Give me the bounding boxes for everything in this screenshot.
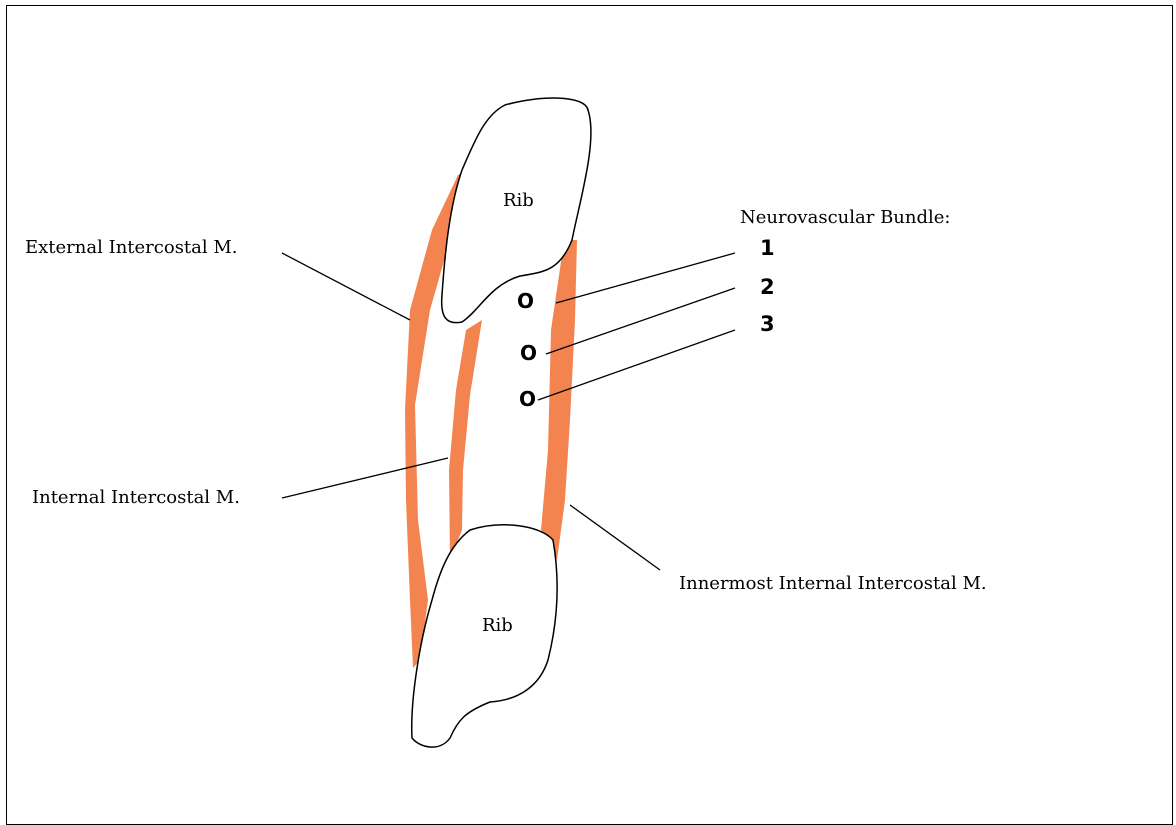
internal-leader-line: [282, 458, 448, 498]
rib-top-label: Rib: [503, 190, 534, 211]
rib-bottom-label: Rib: [482, 615, 513, 636]
bundle-number-1: 1: [760, 236, 775, 260]
external-intercostal-label: External Intercostal M.: [25, 237, 238, 258]
bundle-number-3: 3: [760, 312, 775, 336]
innermost-intercostal-label: Innermost Internal Intercostal M.: [679, 573, 987, 594]
vessel-marker-3: O: [519, 387, 536, 411]
internal-intercostal-label: Internal Intercostal M.: [32, 487, 240, 508]
internal-intercostal-muscle: [449, 320, 482, 560]
innermost-leader-line: [570, 505, 660, 570]
innermost-intercostal-muscle: [541, 240, 577, 560]
bundle-1-leader-line: [556, 253, 735, 303]
neurovascular-bundle-title: Neurovascular Bundle:: [740, 207, 950, 228]
vessel-marker-2: O: [520, 341, 537, 365]
vessel-marker-1: O: [517, 289, 534, 313]
bundle-number-2: 2: [760, 275, 775, 299]
external-leader-line: [282, 253, 410, 320]
